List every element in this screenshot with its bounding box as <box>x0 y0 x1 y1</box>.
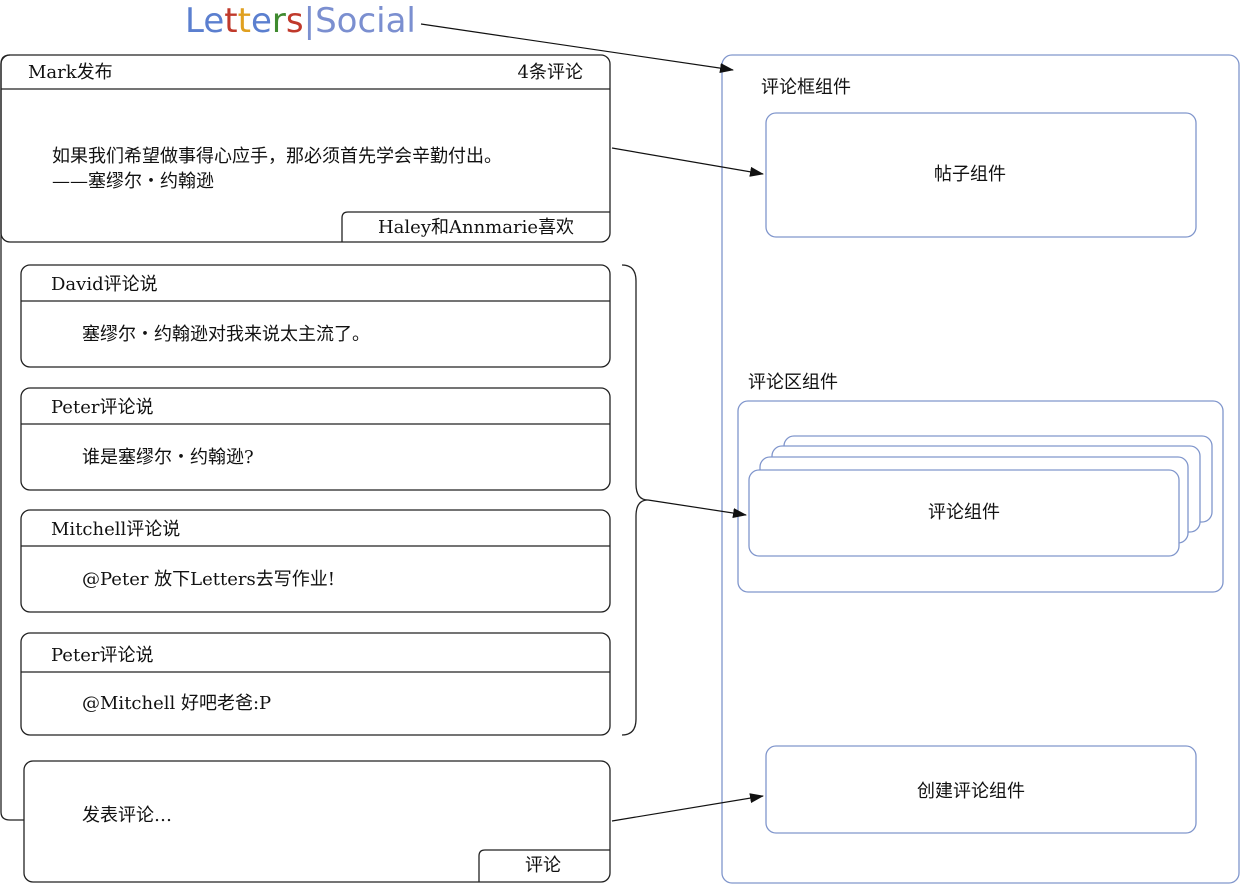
comment-component <box>748 469 1180 557</box>
create-comment-component-label: 创建评论组件 <box>917 781 1025 802</box>
comment-header: Peter评论说 <box>51 397 153 418</box>
comment-card <box>20 264 611 368</box>
comment-body: @Mitchell 好吧老爸:P <box>82 693 271 714</box>
logo-social: Social <box>315 1 416 41</box>
arrow-post-to-post-component <box>611 147 764 177</box>
post-component <box>765 112 1197 238</box>
logo-letter: e <box>203 1 224 41</box>
logo-separator: | <box>304 1 315 41</box>
comment-header: Peter评论说 <box>51 645 153 666</box>
logo-letter: r <box>272 1 286 41</box>
comment-card <box>20 509 611 613</box>
comment-input[interactable]: 发表评论… <box>82 805 172 826</box>
comment-box-component-label: 评论框组件 <box>761 77 851 98</box>
comment-body: 塞缪尔・约翰逊对我来说太主流了。 <box>82 324 370 345</box>
arrow-composer-to-create-comment <box>611 793 764 822</box>
comments-brace <box>621 264 649 736</box>
comment-header: David评论说 <box>51 274 158 295</box>
comment-submit-button[interactable]: 评论 <box>525 855 561 876</box>
comment-body: @Peter 放下Letters去写作业! <box>82 569 335 590</box>
logo-letter: t <box>224 1 237 41</box>
arrow-logo-to-comment-box <box>420 23 734 74</box>
post-author: Mark发布 <box>28 62 113 83</box>
logo: Letters|Social <box>185 1 416 41</box>
logo-letter: e <box>251 1 272 41</box>
comment-component-label: 评论组件 <box>928 502 1000 523</box>
comment-card <box>20 632 611 736</box>
logo-letter: L <box>185 1 204 41</box>
likes-tab <box>341 211 610 242</box>
post-likes[interactable]: Haley和Annmarie喜欢 <box>378 217 574 238</box>
post-body-line: ——塞缪尔・约翰逊 <box>52 171 214 192</box>
post-body-line: 如果我们希望做事得心应手，那必须首先学会辛勤付出。 <box>52 146 502 167</box>
post-component-label: 帖子组件 <box>934 164 1006 185</box>
comment-header: Mitchell评论说 <box>51 519 180 540</box>
create-comment-component <box>765 745 1197 834</box>
submit-tab <box>478 849 610 882</box>
mapping-arrows <box>420 23 764 822</box>
post-comment-count[interactable]: 4条评论 <box>518 62 583 83</box>
logo-letter: s <box>286 1 304 41</box>
comment-list-component-label: 评论区组件 <box>748 372 838 393</box>
comment-body: 谁是塞缪尔・约翰逊? <box>82 447 254 468</box>
component-tree <box>721 54 1240 884</box>
logo-letter: t <box>238 1 251 41</box>
comment-card <box>20 387 611 491</box>
composer-card <box>23 760 611 883</box>
post-card <box>0 54 611 243</box>
arrow-comments-to-comment-component <box>647 499 747 518</box>
